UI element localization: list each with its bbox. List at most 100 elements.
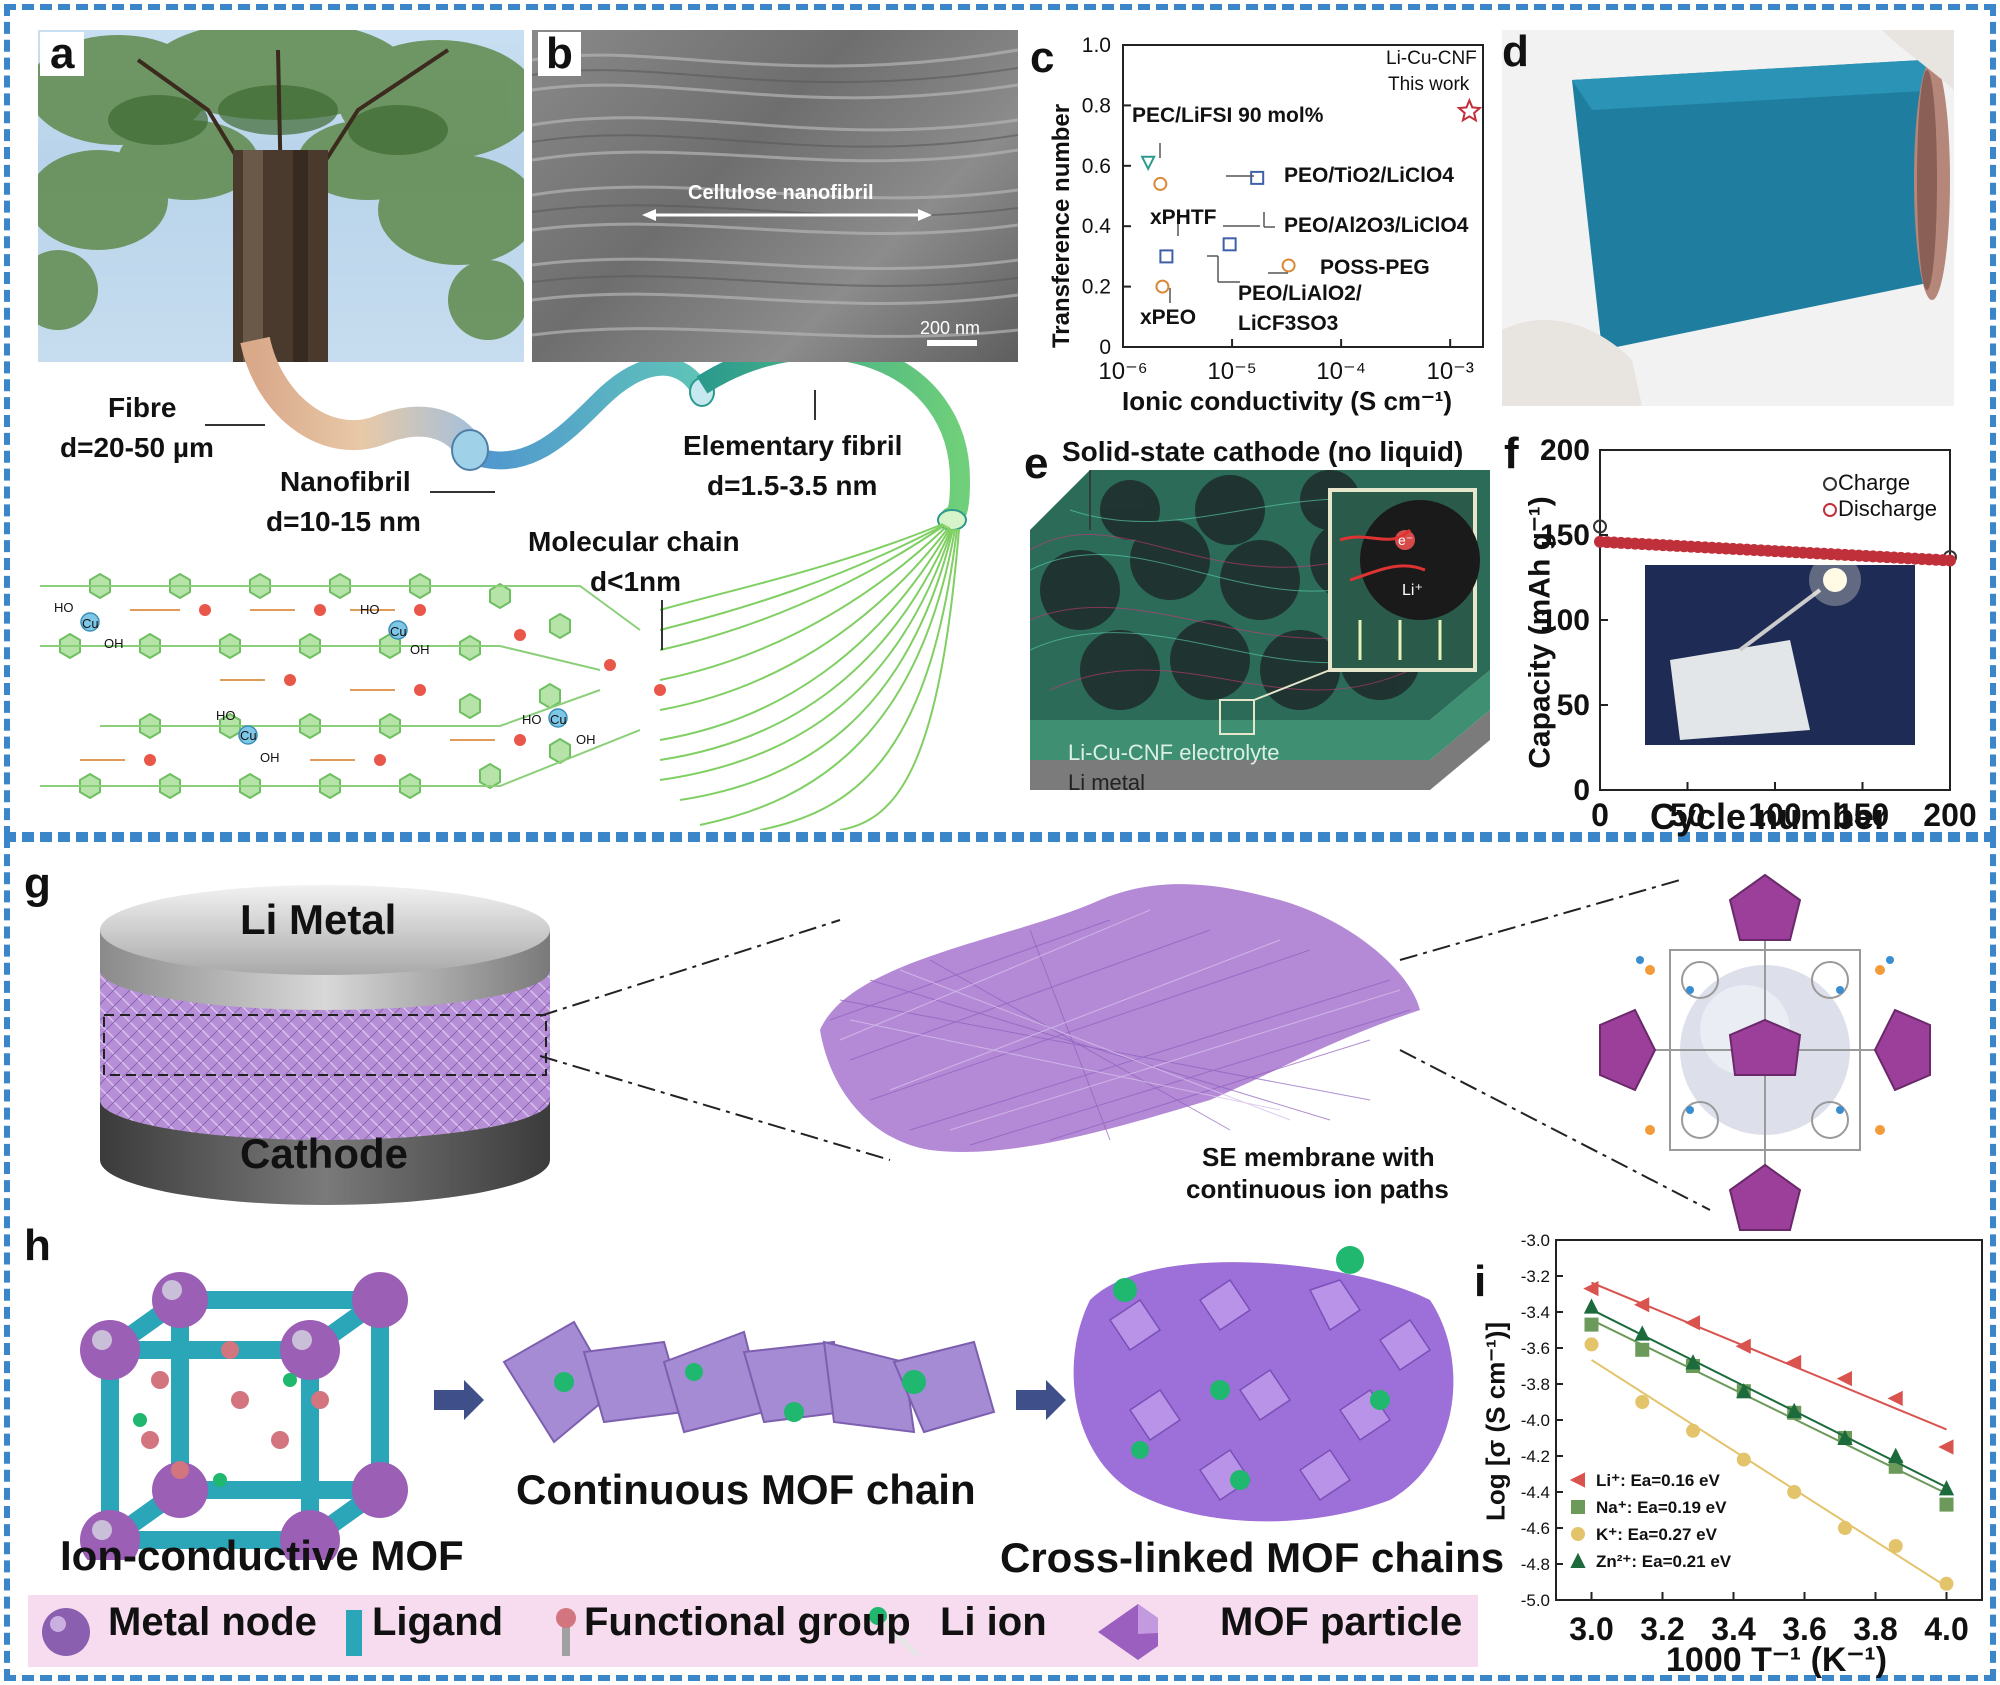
i-data-point bbox=[1836, 1370, 1852, 1387]
sem-image bbox=[532, 30, 1018, 362]
i-data-point bbox=[1583, 1280, 1599, 1297]
c-y-ticks: 1.00.80.60.40.20 bbox=[1082, 34, 1131, 359]
oh-label-4: OH bbox=[576, 732, 596, 747]
f-y-tick-label: 150 bbox=[1540, 519, 1590, 552]
i-series bbox=[1583, 1280, 1955, 1591]
c-y-tick-label: 1.0 bbox=[1082, 34, 1111, 57]
e-electrolyte-label: Li-Cu-CNF electrolyte bbox=[1068, 740, 1280, 765]
f-data-point bbox=[1944, 554, 1956, 567]
i-x-tick-label: 3.6 bbox=[1782, 1611, 1826, 1647]
i-data-point bbox=[1736, 1452, 1751, 1467]
g-li-metal: Li Metal bbox=[240, 896, 397, 943]
c-data-point bbox=[1250, 170, 1265, 185]
i-data-point bbox=[1635, 1395, 1650, 1409]
panel-d-label: d bbox=[1502, 27, 1529, 76]
i-y-tick-label: -4.6 bbox=[1521, 1519, 1550, 1538]
i-x-tick-label: 3.0 bbox=[1569, 1611, 1613, 1647]
f-series bbox=[1593, 519, 1957, 567]
i-data-point bbox=[1684, 1315, 1701, 1331]
chain-row-1 bbox=[89, 572, 571, 640]
i-fit-line bbox=[1591, 1319, 1947, 1495]
c-data-point bbox=[1159, 249, 1174, 264]
i-data-point bbox=[1686, 1423, 1701, 1438]
i-data-point bbox=[1939, 1576, 1954, 1591]
ligand-icon bbox=[346, 1610, 362, 1656]
f-y-tick-label: 0 bbox=[1573, 774, 1590, 807]
g-membrane-label-1: SE membrane with bbox=[1202, 1142, 1435, 1172]
sem-fibril-label: Cellulose nanofibril bbox=[688, 182, 874, 204]
i-legend-label: K⁺: Ea=0.27 eV bbox=[1596, 1525, 1718, 1544]
legend-metal-node: Metal node bbox=[108, 1600, 317, 1644]
c-xphtf-label: xPHTF bbox=[1150, 206, 1217, 229]
panel-a-label: a bbox=[40, 32, 85, 76]
oh-label-3: OH bbox=[260, 750, 280, 765]
i-data-point bbox=[1938, 1480, 1955, 1496]
c-x-tick-label: 10⁻⁵ bbox=[1207, 358, 1256, 385]
g-cathode: Cathode bbox=[240, 1130, 408, 1177]
c-this-work-2: This work bbox=[1388, 74, 1470, 95]
f-legend-markers bbox=[1823, 477, 1837, 517]
c-xlabel: Ionic conductivity (S cm⁻¹) bbox=[1122, 386, 1453, 416]
i-y-tick-label: -3.0 bbox=[1521, 1231, 1550, 1250]
i-data-point bbox=[1634, 1325, 1650, 1341]
cu-label-3: Cu bbox=[240, 728, 257, 743]
i-x-tick-label: 4.0 bbox=[1924, 1611, 1968, 1647]
cu-label-1: Cu bbox=[82, 616, 99, 631]
chain-row-3 bbox=[139, 682, 561, 740]
li-ion-icon bbox=[869, 1607, 887, 1625]
legend-strip bbox=[28, 1595, 1478, 1667]
i-fit-line bbox=[1590, 1359, 1948, 1588]
c-y-tick-label: 0.8 bbox=[1082, 94, 1111, 117]
cu-label-4: Cu bbox=[550, 712, 567, 727]
f-x-tick-label: 50 bbox=[1670, 797, 1706, 833]
f-x-tick-label: 100 bbox=[1748, 797, 1801, 833]
molecular-chain-label: Molecular chain bbox=[528, 526, 740, 557]
i-data-point bbox=[1786, 1402, 1802, 1418]
f-y-tick-label: 50 bbox=[1557, 689, 1590, 722]
i-y-tick-label: -4.2 bbox=[1521, 1447, 1550, 1466]
i-data-point bbox=[1887, 1390, 1903, 1407]
i-data-point bbox=[1635, 1342, 1650, 1357]
f-legend-discharge: Discharge bbox=[1838, 496, 1938, 521]
f-legend-charge: Charge bbox=[1838, 470, 1911, 495]
chain-row-4 bbox=[79, 737, 571, 800]
cross-linked-mof-chains bbox=[1073, 1246, 1454, 1522]
i-x-tick-label: 3.4 bbox=[1711, 1611, 1756, 1647]
functional-group-icon bbox=[562, 1620, 570, 1656]
e-title: Solid-state cathode (no liquid) bbox=[1062, 436, 1464, 467]
continuous-mof-chain bbox=[502, 1320, 996, 1444]
ho-label-3: HO bbox=[216, 708, 236, 723]
c-data-point bbox=[1281, 258, 1296, 273]
i-data-point bbox=[1888, 1447, 1904, 1463]
sem-scale-label: 200 nm bbox=[920, 318, 981, 338]
i-data-point bbox=[1685, 1354, 1701, 1370]
i-y-tick-label: -3.2 bbox=[1521, 1267, 1550, 1286]
arrow-2 bbox=[1016, 1380, 1066, 1420]
i-legend-marker bbox=[1571, 1527, 1585, 1541]
i-y-tick-label: -3.6 bbox=[1521, 1339, 1550, 1358]
panel-c-label: c bbox=[1030, 33, 1055, 82]
f-ylabel: Capacity (mAh g⁻¹) bbox=[1523, 496, 1557, 769]
i-data-point bbox=[1634, 1297, 1650, 1313]
f-y-tick-label: 100 bbox=[1540, 604, 1590, 637]
f-x-tick-label: 0 bbox=[1591, 797, 1609, 833]
h-crosslinked-label: Cross-linked MOF chains bbox=[1000, 1534, 1505, 1581]
i-legend-label: Na⁺: Ea=0.19 eV bbox=[1596, 1498, 1727, 1517]
ion-conductive-mof-cube bbox=[80, 1272, 408, 1560]
i-xlabel: 1000 T⁻¹ (K⁻¹) bbox=[1666, 1641, 1888, 1679]
c-data-point bbox=[1222, 237, 1237, 252]
i-data-point bbox=[1938, 1439, 1954, 1455]
solid-state-cathode-diagram bbox=[1030, 470, 1490, 790]
tree-photo bbox=[38, 30, 524, 362]
h-chain-label: Continuous MOF chain bbox=[516, 1466, 976, 1513]
c-poss-label: POSS-PEG bbox=[1320, 256, 1430, 279]
c-data-point bbox=[1153, 176, 1168, 191]
c-tio2-label: PEO/TiO2/LiClO4 bbox=[1284, 164, 1454, 187]
i-data-point bbox=[1837, 1429, 1853, 1445]
ho-label-2: HO bbox=[360, 602, 380, 617]
cell-stack-diagram bbox=[100, 885, 550, 1205]
